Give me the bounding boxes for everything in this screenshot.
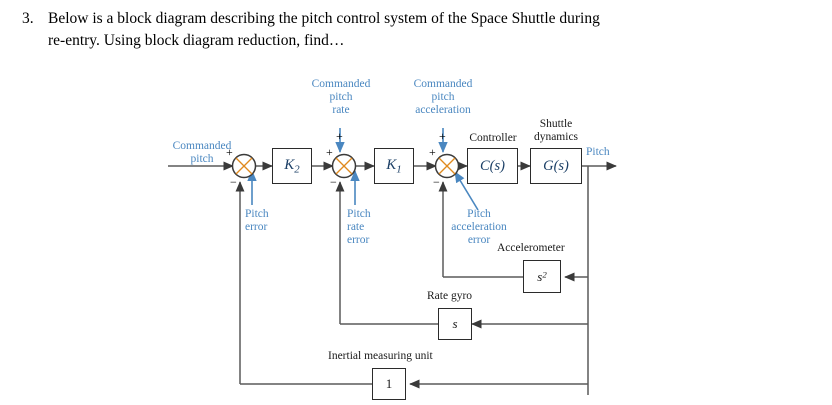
pitch-accel-error-line2: acceleration bbox=[451, 221, 507, 233]
rate-gyro-caption: Rate gyro bbox=[427, 290, 473, 302]
commanded-pitch-accel-line2: pitch bbox=[431, 91, 455, 103]
block-diagram: Commanded pitch Commanded pitch rate Com… bbox=[0, 70, 832, 405]
block-k1-label: K bbox=[386, 156, 397, 173]
pitch-rate-error-line1: Pitch bbox=[347, 208, 371, 220]
pitch-rate-error-line3: error bbox=[347, 234, 370, 246]
sum2-sign-left: + bbox=[326, 145, 333, 159]
block-imu-label: 1 bbox=[385, 376, 393, 391]
pitch-error-label: Pitch error bbox=[245, 208, 269, 234]
pitch-accel-error-line1: Pitch bbox=[467, 208, 491, 220]
block-k1-subscript: 1 bbox=[396, 163, 402, 176]
controller-caption: Controller bbox=[469, 132, 517, 144]
block-rate-gyro: s bbox=[438, 308, 472, 340]
commanded-pitch-label: Commanded pitch bbox=[160, 140, 244, 166]
commanded-pitch-line1: Commanded bbox=[172, 140, 232, 152]
commanded-pitch-rate-line3: rate bbox=[332, 104, 350, 116]
shuttle-dynamics-caption: Shuttle dynamics bbox=[524, 118, 588, 144]
block-imu: 1 bbox=[372, 368, 406, 400]
sum3-sign-left: + bbox=[429, 145, 436, 159]
pitch-accel-error-line3: error bbox=[467, 234, 491, 246]
sum3-sign-bottom: − bbox=[433, 175, 440, 189]
problem-number: 3. bbox=[22, 10, 34, 27]
shuttle-dynamics-line2: dynamics bbox=[533, 131, 579, 143]
diagram-wires bbox=[168, 128, 617, 395]
sum1-sign-left: + bbox=[226, 145, 233, 159]
problem-statement: 3. Below is a block diagram describing t… bbox=[22, 8, 812, 52]
block-shuttle-dynamics-label: G(s) bbox=[543, 157, 569, 174]
problem-text-line-1: Below is a block diagram describing the … bbox=[48, 10, 600, 27]
pitch-acceleration-error-label: Pitch acceleration error bbox=[440, 208, 518, 247]
pitch-rate-error-line2: rate bbox=[347, 221, 365, 233]
commanded-pitch-rate-label: Commanded pitch rate bbox=[298, 78, 384, 117]
block-shuttle-dynamics: G(s) bbox=[530, 148, 582, 184]
sum2-sign-top: + bbox=[336, 129, 343, 143]
imu-caption: Inertial measuring unit bbox=[328, 350, 433, 362]
sum2-sign-bottom: − bbox=[330, 175, 337, 189]
pitch-output-label: Pitch bbox=[586, 146, 610, 158]
pitch-rate-error-label: Pitch rate error bbox=[347, 208, 371, 247]
block-accelerometer-label: s bbox=[537, 268, 543, 284]
block-accelerometer: s2 bbox=[523, 260, 561, 293]
block-controller: C(s) bbox=[467, 148, 518, 184]
sum1-sign-bottom: − bbox=[230, 175, 237, 189]
commanded-pitch-acceleration-label: Commanded pitch acceleration bbox=[395, 78, 491, 117]
block-k2: K2 bbox=[272, 148, 312, 184]
commanded-pitch-rate-line2: pitch bbox=[329, 91, 353, 103]
commanded-pitch-rate-line1: Commanded bbox=[311, 78, 371, 90]
accelerometer-caption: Accelerometer bbox=[497, 242, 565, 254]
block-rate-gyro-label: s bbox=[452, 316, 458, 331]
block-k2-label: K bbox=[284, 156, 295, 173]
commanded-pitch-accel-line3: acceleration bbox=[415, 104, 471, 116]
commanded-pitch-line2: pitch bbox=[190, 153, 214, 165]
pitch-error-line2: error bbox=[245, 221, 268, 233]
problem-text-line-2: re-entry. Using block diagram reduction,… bbox=[48, 32, 345, 49]
commanded-pitch-accel-line1: Commanded bbox=[413, 78, 473, 90]
pitch-error-line1: Pitch bbox=[245, 208, 269, 220]
block-controller-label: C(s) bbox=[480, 157, 505, 174]
sum3-sign-top: + bbox=[439, 129, 446, 143]
block-k2-subscript: 2 bbox=[294, 163, 300, 176]
block-k1: K1 bbox=[374, 148, 414, 184]
shuttle-dynamics-line1: Shuttle bbox=[539, 118, 573, 130]
block-accelerometer-superscript: 2 bbox=[542, 268, 547, 279]
